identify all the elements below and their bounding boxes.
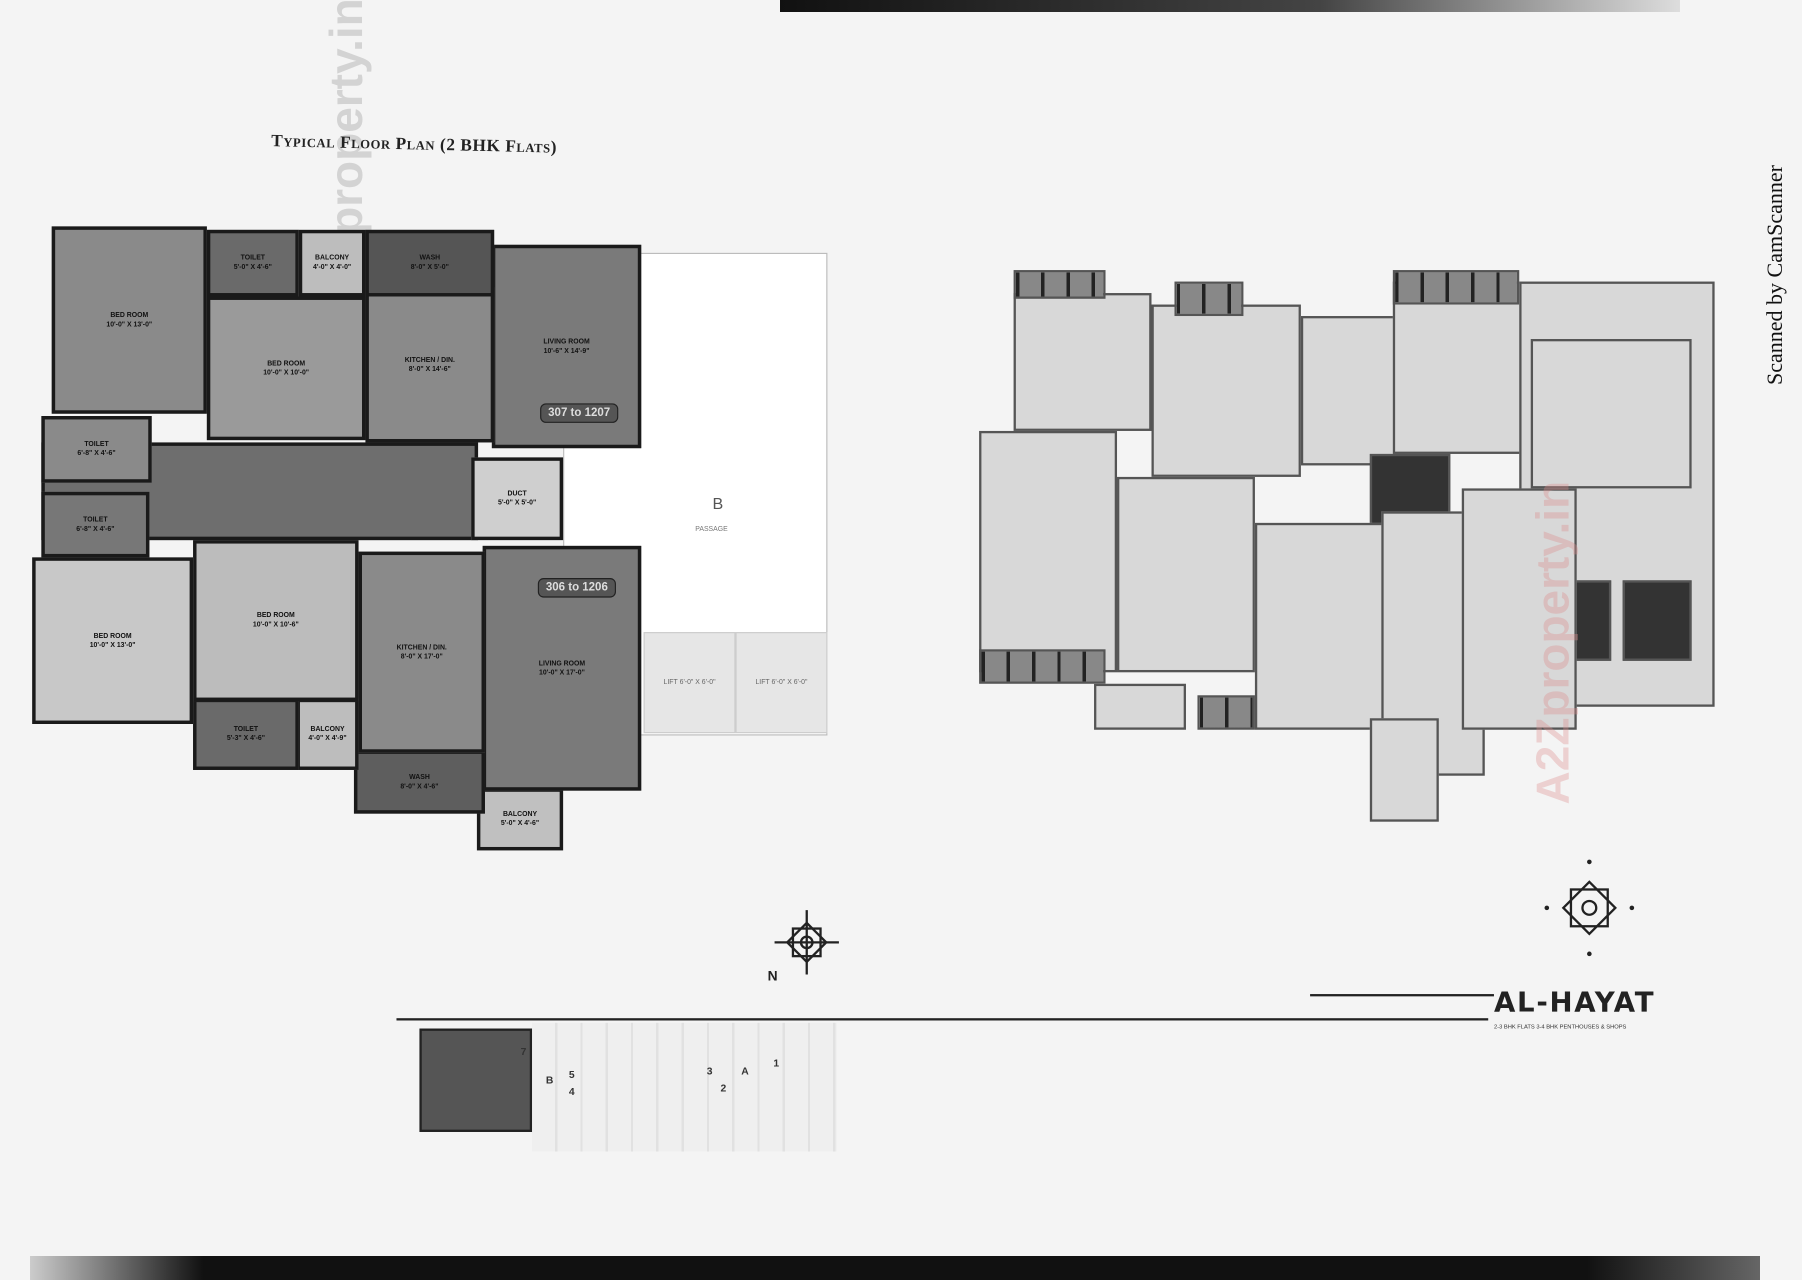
room-dims: 10'-0" X 17'-0"	[539, 669, 585, 677]
room-name: BED ROOM	[267, 360, 306, 368]
room-name: LIVING ROOM	[538, 660, 586, 668]
room-name: KITCHEN / DIN.	[396, 644, 447, 652]
room-dims: 10'-0" X 13'-0"	[106, 321, 153, 329]
room-kitchen-din: KITCHEN / DIN. 8'-0" X 14'-6"	[365, 287, 495, 443]
render-room-block	[1117, 476, 1255, 673]
render-room-block	[1392, 270, 1520, 305]
watermark-render: A2Zproperty.in	[1528, 480, 1580, 805]
lift-2: LIFT 6'-0" X 6'-0"	[735, 632, 828, 734]
room-name: KITCHEN / DIN.	[404, 356, 455, 364]
room-name: BALCONY	[310, 726, 345, 734]
passage-label: PASSAGE	[695, 526, 728, 534]
render-room-block	[1013, 270, 1106, 299]
divider-line	[396, 1018, 1489, 1021]
render-room-block	[1094, 683, 1186, 730]
render-room-block	[979, 649, 1106, 684]
key-plan-label: 5	[568, 1068, 575, 1081]
key-plan-label: 2	[720, 1082, 727, 1095]
unit-badge-top: 307 to 1207	[540, 403, 619, 423]
render-room-block	[1174, 281, 1244, 317]
compass-rose-icon	[774, 910, 839, 975]
render-room-block	[1300, 316, 1405, 466]
brand-name: AL-HAYAT	[1493, 986, 1656, 1019]
room-name: DUCT	[507, 490, 527, 498]
key-plan-label: 3	[706, 1065, 713, 1077]
room-name: WASH	[409, 773, 430, 781]
key-plan-label: A	[741, 1065, 749, 1077]
room-name: BED ROOM	[110, 312, 149, 319]
room-dims: 10'-6" X 14'-9"	[543, 347, 590, 355]
room-dims: 5'-0" X 4'-6"	[500, 820, 540, 828]
room-dims: 8'-0" X 4'-6"	[400, 783, 439, 791]
room-dims: 10'-0" X 10'-6"	[252, 621, 299, 629]
key-plan-label: 1	[773, 1057, 780, 1069]
render-room-block	[1369, 718, 1439, 822]
scan-edge-top	[780, 0, 1680, 12]
room-name: WASH	[419, 255, 441, 263]
room-dims: 5'-0" X 4'-6"	[233, 264, 272, 272]
render-room-block	[1197, 695, 1255, 730]
room-bed-room: BED ROOM 10'-0" X 13'-0"	[51, 226, 207, 414]
room-name: LIVING ROOM	[543, 338, 590, 346]
scan-edge-bottom	[30, 1256, 1760, 1280]
room-dims: 5'-0" X 5'-0"	[498, 499, 537, 507]
render-room-block	[1622, 580, 1692, 661]
room-dims: 5'-3" X 4'-6"	[226, 735, 266, 743]
room-name: BALCONY	[315, 255, 350, 263]
passage-letter: B	[712, 494, 724, 513]
render-room-block	[1254, 522, 1393, 730]
room-name: BED ROOM	[93, 632, 132, 640]
room-dims: 8'-0" X 5'-0"	[410, 264, 449, 272]
key-plan-highlight	[419, 1028, 533, 1132]
key-plan-blocks	[532, 1022, 837, 1152]
room-wash: WASH 8'-0" X 4'-6"	[353, 750, 485, 814]
room-name: TOILET	[240, 255, 266, 263]
render-room-block	[1151, 304, 1301, 477]
room-name: BALCONY	[502, 811, 538, 819]
room-dims: 8'-0" X 17'-0"	[400, 653, 443, 661]
room-name: TOILET	[83, 516, 108, 524]
room-dims: 10'-0" X 13'-0"	[89, 641, 136, 649]
page-title: Typical Floor Plan (2 BHK Flats)	[271, 132, 558, 158]
key-plan-label: 7	[520, 1045, 527, 1058]
room-dims: 4'-0" X 4'-0"	[313, 264, 352, 272]
lift-1: LIFT 6'-0" X 6'-0"	[643, 632, 736, 734]
brand-line	[1310, 994, 1494, 997]
room-name: TOILET	[84, 441, 109, 449]
room-kitchen-din: KITCHEN / DIN.8'-0" X 17'-0"	[358, 551, 485, 753]
room-dims: 6'-8" X 4'-6"	[76, 525, 115, 533]
north-label: N	[767, 967, 778, 984]
render-room-block	[1013, 293, 1152, 431]
room-dims: 8'-0" X 14'-6"	[408, 366, 451, 373]
room-dims: 6'-8" X 4'-6"	[77, 450, 116, 458]
key-plan-label: 4	[568, 1085, 575, 1098]
floor-plan-3d-render	[956, 270, 1726, 822]
room-name: BED ROOM	[256, 612, 295, 620]
eight-point-star-icon	[1544, 859, 1635, 957]
brand-tagline: 2-3 BHK FLATS 3-4 BHK PENTHOUSES & SHOPS	[1493, 1023, 1627, 1031]
render-room-block	[1530, 339, 1692, 489]
key-plan-label: B	[545, 1074, 554, 1086]
room-dims: 10'-0" X 10'-0"	[263, 369, 310, 377]
room-name: TOILET	[233, 726, 259, 734]
render-room-block	[1461, 488, 1577, 730]
render-room-block	[979, 430, 1118, 673]
unit-badge-bottom: 306 to 1206	[537, 578, 616, 598]
render-room-block	[1392, 281, 1531, 454]
room-dims: 4'-0" X 4'-9"	[308, 735, 347, 743]
